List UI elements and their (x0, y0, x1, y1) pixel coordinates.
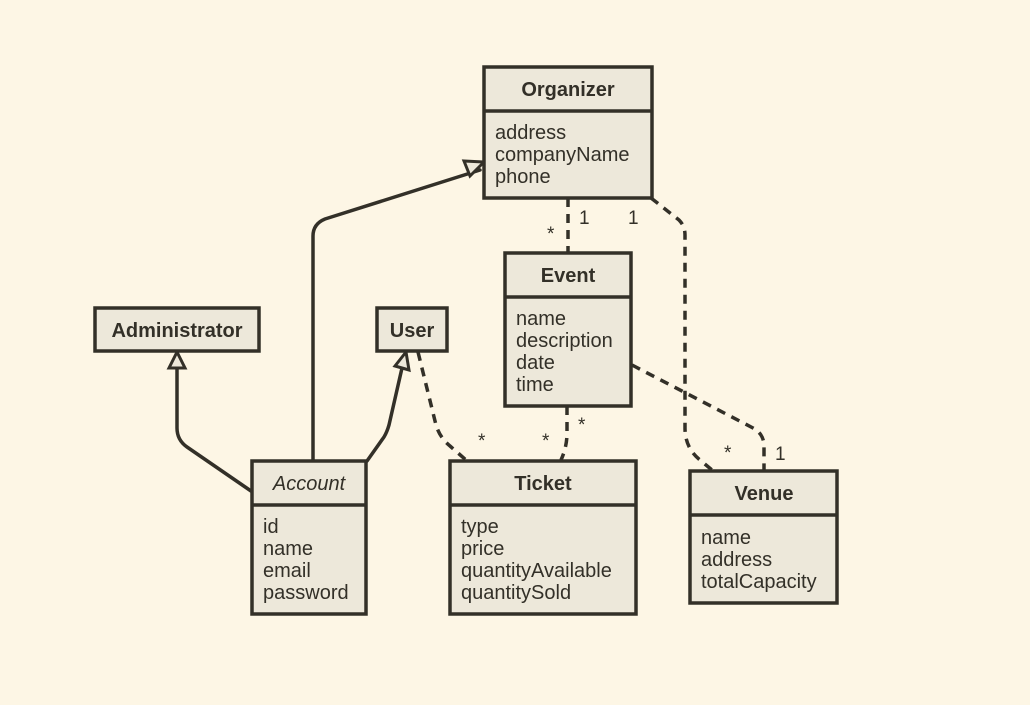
attribute: address (701, 549, 772, 571)
attribute: name (701, 527, 751, 549)
class-account[interactable]: Account id name email password (250, 459, 368, 616)
class-ticket[interactable]: Ticket type price quantityAvailable quan… (448, 459, 638, 616)
multiplicities: 1 * 1 * 1 * * * (478, 208, 786, 465)
multiplicity-organizer-venue-source: 1 (628, 208, 639, 229)
attribute: id (263, 516, 279, 538)
class-user[interactable]: User (375, 306, 449, 353)
edge-event-venue (631, 363, 766, 471)
multiplicity-event-venue-target: 1 (775, 444, 786, 465)
multiplicity-organizer-venue-target: * (724, 443, 732, 464)
class-event[interactable]: Event name description date time (503, 251, 633, 408)
class-title: Event (541, 265, 596, 287)
attribute: address (495, 122, 566, 144)
class-title: Account (272, 473, 347, 495)
class-title: Ticket (514, 473, 572, 495)
inheritance-arrowhead-user (392, 348, 411, 373)
inheritance-arrowhead-administrator (166, 348, 188, 370)
attribute: name (263, 538, 313, 560)
attribute: quantitySold (461, 582, 571, 604)
edge-account-administrator (175, 366, 253, 493)
class-title: Administrator (111, 320, 242, 342)
class-venue[interactable]: Venue name address totalCapacity (688, 469, 839, 605)
attribute: description (516, 330, 613, 352)
class-title: Venue (735, 483, 794, 505)
attribute: companyName (495, 144, 630, 166)
edge-account-user (365, 366, 404, 463)
attribute: totalCapacity (701, 571, 817, 593)
attribute: time (516, 374, 554, 396)
attribute: name (516, 308, 566, 330)
multiplicity-event-ticket-target: * (542, 431, 550, 452)
edge-account-organizer (311, 168, 482, 463)
attribute: price (461, 538, 504, 560)
multiplicity-organizer-event-target: * (547, 224, 555, 245)
class-administrator[interactable]: Administrator (93, 306, 261, 353)
class-title: Organizer (521, 79, 615, 101)
attribute: date (516, 352, 555, 374)
edges (166, 159, 766, 493)
attribute: type (461, 516, 499, 538)
edge-event-ticket (559, 406, 569, 461)
multiplicity-user-ticket-target: * (478, 431, 486, 452)
multiplicity-organizer-event-source: 1 (579, 208, 590, 229)
edge-user-ticket (416, 351, 468, 462)
class-organizer[interactable]: Organizer address companyName phone (482, 65, 654, 200)
attribute: phone (495, 166, 551, 188)
attribute: quantityAvailable (461, 560, 612, 582)
attribute: password (263, 582, 349, 604)
class-title: User (390, 320, 435, 342)
inheritance-arrowhead-organizer (461, 159, 488, 179)
edge-organizer-venue (649, 196, 714, 472)
multiplicity-event-ticket-source: * (578, 415, 586, 436)
attribute: email (263, 560, 311, 582)
